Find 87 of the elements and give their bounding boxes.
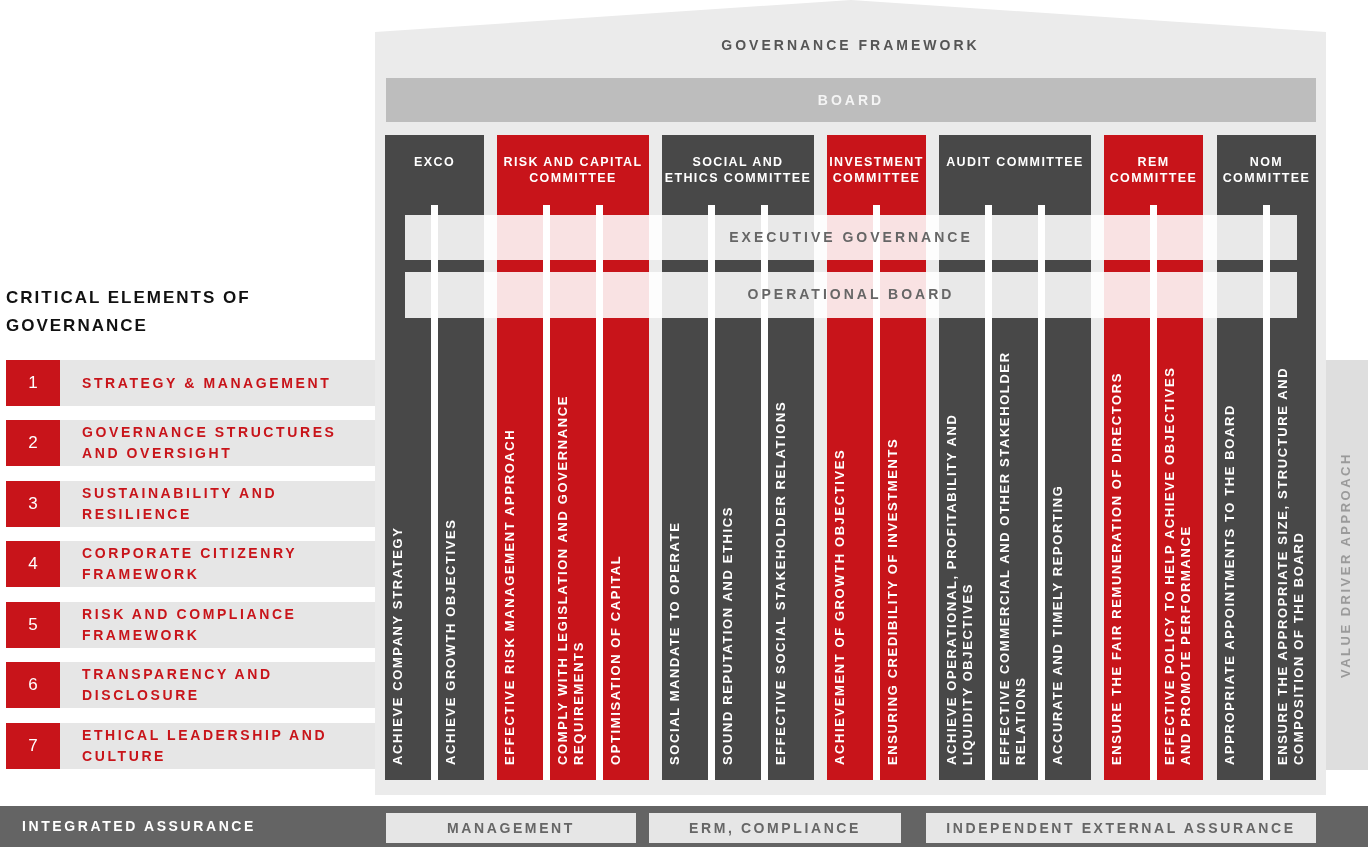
band-label: EXECUTIVE GOVERNANCE xyxy=(728,229,974,245)
value-column xyxy=(438,318,484,780)
assurance-label: MANAGEMENT xyxy=(446,820,576,836)
value-text: EFFECTIVE RISK MANAGEMENT APPROACH xyxy=(502,427,518,765)
value-column xyxy=(1217,318,1263,780)
number-badge: 5 xyxy=(6,602,60,648)
assurance-box xyxy=(649,813,901,843)
value-column xyxy=(827,318,873,780)
number-badge: 7 xyxy=(6,723,60,769)
framework-house xyxy=(375,0,1326,795)
assurance-box xyxy=(386,813,636,843)
value-column xyxy=(497,318,543,780)
committee-column xyxy=(497,135,649,205)
committee-column xyxy=(827,135,926,205)
value-column xyxy=(880,318,926,780)
assurance-label: ERM, COMPLIANCE xyxy=(688,820,862,836)
band-label: OPERATIONAL BOARD xyxy=(746,286,956,302)
committee-heading: SOCIAL AND ETHICS COMMITTEE xyxy=(664,154,812,186)
assurance-label: INDEPENDENT EXTERNAL ASSURANCE xyxy=(945,820,1297,836)
governance-band xyxy=(405,272,1297,318)
value-text: OPTIMISATION OF CAPITAL xyxy=(608,553,624,765)
value-text: EFFECTIVE COMMERCIAL AND OTHER STAKEHOLDER RELATIONS xyxy=(997,350,1029,765)
element-row xyxy=(6,481,375,527)
element-row xyxy=(6,420,375,466)
number-badge: 6 xyxy=(6,662,60,708)
value-column xyxy=(1270,318,1316,780)
committee-column xyxy=(1217,135,1316,205)
element-label: ETHICAL LEADERSHIP AND CULTURE xyxy=(82,726,329,766)
section-heading: CRITICAL ELEMENTS OF GOVERNANCE xyxy=(6,287,252,337)
number-badge: 3 xyxy=(6,481,60,527)
value-text: APPROPRIATE APPOINTMENTS TO THE BOARD xyxy=(1222,403,1238,765)
element-label: GOVERNANCE STRUCTURES AND OVERSIGHT xyxy=(82,423,338,463)
element-label: SUSTAINABILITY AND RESILIENCE xyxy=(82,484,279,524)
committee-heading: NOM COMMITTEE xyxy=(1221,154,1312,186)
element-row xyxy=(6,723,375,769)
element-label: CORPORATE CITIZENRY FRAMEWORK xyxy=(82,544,298,584)
value-text: SOCIAL MANDATE TO OPERATE xyxy=(667,520,683,765)
assurance-box xyxy=(926,813,1316,843)
number-badge: 4 xyxy=(6,541,60,587)
value-column xyxy=(662,318,708,780)
assurance-bar xyxy=(0,806,1368,847)
governance-band xyxy=(405,215,1297,260)
value-column xyxy=(768,318,814,780)
value-column xyxy=(992,318,1038,780)
number-badge: 1 xyxy=(6,360,60,406)
side-label: VALUE DRIVER APPROACH xyxy=(1338,451,1354,680)
element-label: STRATEGY & MANAGEMENT xyxy=(82,373,333,393)
value-text: ACHIEVEMENT OF GROWTH OBJECTIVES xyxy=(832,447,848,765)
committee-column xyxy=(1104,135,1203,205)
committee-heading: EXCO xyxy=(413,154,456,170)
value-column xyxy=(1104,318,1150,780)
committee-heading: AUDIT COMMITTEE xyxy=(945,154,1085,170)
framework-title: GOVERNANCE FRAMEWORK xyxy=(720,37,981,53)
side-band xyxy=(1326,360,1368,770)
value-text: ENSURE THE APPROPRIATE SIZE, STRUCTURE AND COMPOSITION OF THE BOARD xyxy=(1275,365,1307,765)
element-row xyxy=(6,662,375,708)
value-text: ACHIEVE OPERATIONAL, PROFITABILITY AND LIQUIDITY OBJECTIVES xyxy=(944,412,976,765)
value-text: ACHIEVE GROWTH OBJECTIVES xyxy=(443,517,459,765)
element-row xyxy=(6,360,375,406)
value-column xyxy=(385,318,431,780)
committee-column xyxy=(662,135,814,205)
committee-heading: INVESTMENT COMMITTEE xyxy=(829,154,924,186)
committee-column xyxy=(939,135,1091,205)
value-column xyxy=(715,318,761,780)
value-text: EFFECTIVE SOCIAL STAKEHOLDER RELATIONS xyxy=(773,399,789,765)
value-column xyxy=(603,318,649,780)
value-text: ACCURATE AND TIMELY REPORTING xyxy=(1050,483,1066,765)
value-text: SOUND REPUTATION AND ETHICS xyxy=(720,505,736,765)
value-text: ACHIEVE COMPANY STRATEGY xyxy=(390,525,406,765)
element-row xyxy=(6,541,375,587)
number-badge: 2 xyxy=(6,420,60,466)
committee-column xyxy=(385,135,484,205)
value-column xyxy=(939,318,985,780)
element-label: TRANSPARENCY AND DISCLOSURE xyxy=(82,665,274,705)
element-row xyxy=(6,602,375,648)
value-column xyxy=(1045,318,1091,780)
element-label: RISK AND COMPLIANCE FRAMEWORK xyxy=(82,605,298,645)
value-column xyxy=(550,318,596,780)
value-column xyxy=(1157,318,1203,780)
value-text: ENSURE THE FAIR REMUNERATION OF DIRECTORS xyxy=(1109,370,1125,765)
board-bar xyxy=(386,78,1316,122)
committee-heading: REM COMMITTEE xyxy=(1108,154,1199,186)
assurance-heading: INTEGRATED ASSURANCE xyxy=(22,818,256,834)
committee-heading: RISK AND CAPITAL COMMITTEE xyxy=(502,154,644,186)
value-text: ENSURING CREDIBILITY OF INVESTMENTS xyxy=(885,436,901,765)
value-text: EFFECTIVE POLICY TO HELP ACHIEVE OBJECTIVES AND PROMOTE PERFORMANCE xyxy=(1162,365,1194,765)
value-text: COMPLY WITH LEGISLATION AND GOVERNANCE REQUIREMENTS xyxy=(555,394,587,765)
